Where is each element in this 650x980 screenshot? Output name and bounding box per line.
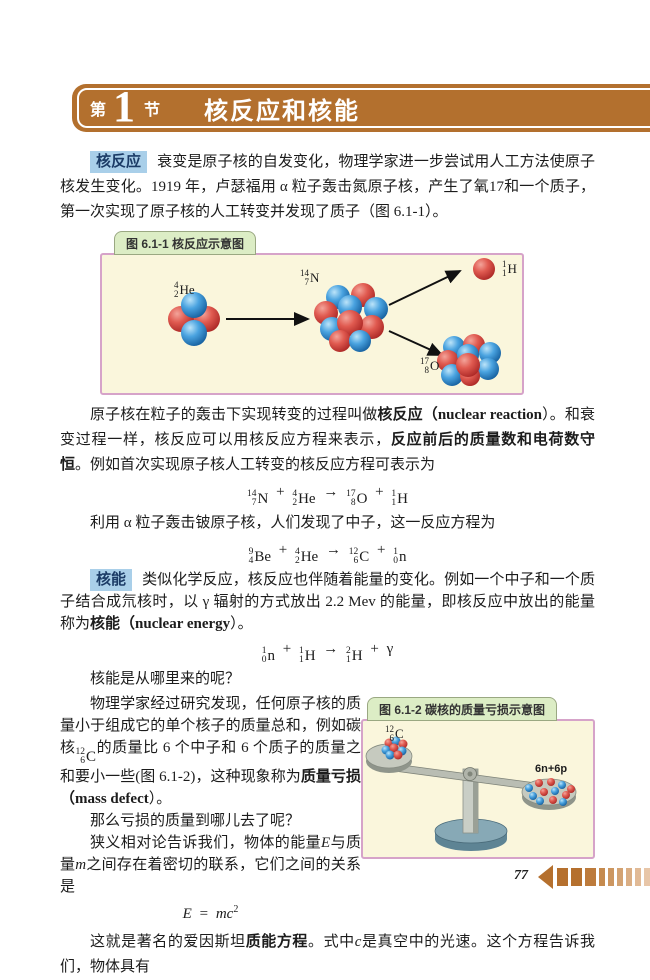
variable-c: c (354, 934, 362, 950)
main-text-column: 核反应衰变是原子核的自发变化，物理学家进一步尝试用人工方法使原子核发生变化。19… (60, 150, 595, 980)
paragraph-beryllium: 利用 α 粒子轰击铍原子核，人们发现了中子，这一反应方程为 (90, 515, 496, 531)
reaction-arrow-to-oxygen (388, 330, 444, 356)
term-mass-defect-en: mass defect (75, 791, 149, 807)
section-header-banner: 第 1 节 核反应和核能 (72, 84, 650, 132)
paragraph-intro: 核反应衰变是原子核的自发变化，物理学家进一步尝试用人工方法使原子核发生变化。19… (60, 151, 595, 220)
reaction-arrow-to-proton (388, 270, 462, 306)
paragraph-where-from: 核能是从哪里来的呢？ (90, 671, 241, 687)
figure-6-1-1-caption: 图 6.1-1 核反应示意图 (114, 231, 257, 255)
section-prefix: 第 (90, 102, 107, 119)
section-number: 1 (113, 82, 136, 131)
keyword-label-nuclear-energy: 核能 (90, 569, 133, 591)
term-mass-energy-equation: 质能方程 (245, 934, 309, 950)
section-title: 核反应和核能 (204, 97, 361, 125)
mass-defect-balance-diagram (365, 736, 577, 851)
label-6n-6p: 6n+6p (535, 763, 568, 775)
term-nuclear-reaction-en: nuclear reaction (437, 407, 542, 423)
emphasis-conservation: 反应前后的质量数和电荷数守恒 (60, 432, 595, 473)
nitrogen-nucleus (314, 283, 388, 352)
proton-sphere (473, 258, 495, 280)
page-edge-arrow-icon (538, 865, 650, 889)
figure-6-1-2: 图 6.1-2 碳核的质量亏损示意图 (361, 697, 595, 928)
helium-nucleus (168, 292, 220, 346)
paragraph-nuclear-energy: 核能类似化学反应，核反应也伴随着能量的变化。例如一个中子和一个质子结合成氘核时，… (60, 569, 595, 632)
gamma-symbol: γ (386, 641, 394, 657)
variable-E: E (321, 835, 331, 851)
banner-inner-frame (77, 88, 650, 128)
paragraph-relativity: 狭义相对论告诉我们，物体的能量E与质量m之间存在着密切的联系，它们之间的关系是 (60, 835, 361, 895)
paragraph-where-did-mass-go: 那么亏损的质量到哪儿去了呢？ (90, 813, 301, 829)
term-nuclear-reaction-cn: 核反应 (377, 407, 423, 423)
term-mass-defect-cn: 质量亏损 (300, 769, 361, 785)
nuclear-reaction-diagram (168, 258, 501, 386)
page-number: 77 (514, 868, 528, 883)
variable-m: m (75, 857, 87, 873)
keyword-label-nuclear-reaction: 核反应 (90, 151, 148, 173)
term-nuclear-energy-en: nuclear energy (135, 616, 231, 632)
figure-6-1-1: 图 6.1-1 核反应示意图 (100, 231, 524, 395)
paragraph-nuclear-reaction-definition: 原子核在粒子的轰击下实现转变的过程叫做核反应（nuclear reaction）… (60, 407, 595, 473)
nucleons-cluster-6n6p (525, 778, 575, 806)
figure-6-1-2-caption: 图 6.1-2 碳核的质量亏损示意图 (367, 697, 558, 721)
paragraph-einstein-equation: 这就是著名的爱因斯坦质能方程。式中c是真空中的光速。这个方程告诉我们，物体具有 (60, 934, 595, 975)
section-suffix: 节 (144, 102, 161, 119)
balance-pivot (463, 767, 477, 781)
term-nuclear-energy-cn: 核能 (90, 616, 121, 632)
carbon-12-cluster (381, 736, 408, 760)
equation-mass-energy: E = mc2 (182, 904, 239, 922)
oxygen-nucleus (437, 334, 501, 386)
